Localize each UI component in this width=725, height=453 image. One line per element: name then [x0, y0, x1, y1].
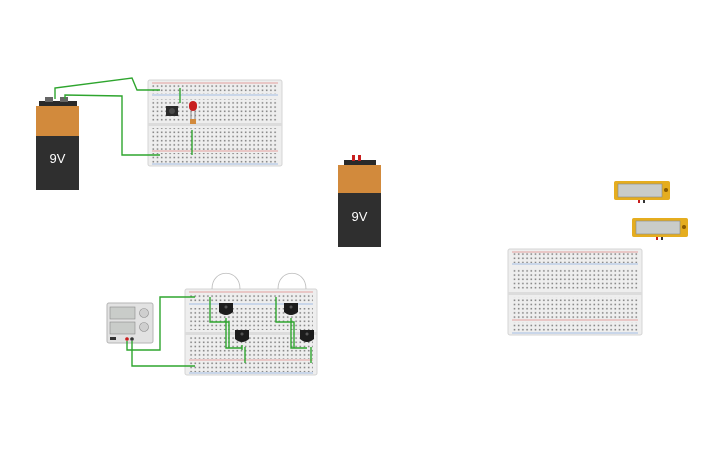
sensor-1[interactable] — [219, 303, 233, 315]
breadboard-2[interactable] — [184, 288, 318, 376]
sensor-arcs — [211, 273, 307, 290]
push-button[interactable] — [166, 106, 178, 116]
led[interactable] — [189, 101, 197, 124]
sensor-4[interactable] — [300, 330, 314, 342]
sensor-3[interactable] — [235, 330, 249, 342]
wires-breadboard-2 — [209, 297, 312, 363]
breadboard-3[interactable] — [507, 248, 643, 336]
battery-1-label: 9V — [50, 151, 66, 166]
breadboard-1[interactable] — [147, 79, 283, 167]
power-supply[interactable] — [106, 302, 154, 344]
lcd-module-2[interactable] — [632, 218, 688, 240]
lcd-module-1[interactable] — [614, 181, 670, 203]
wires-battery-1 — [54, 77, 193, 156]
sensor-2[interactable] — [284, 303, 298, 315]
wires-power-supply — [126, 296, 195, 367]
battery-2[interactable]: 9V — [338, 155, 381, 247]
battery-2-label: 9V — [352, 209, 368, 224]
battery-1[interactable]: 9V — [36, 97, 79, 190]
